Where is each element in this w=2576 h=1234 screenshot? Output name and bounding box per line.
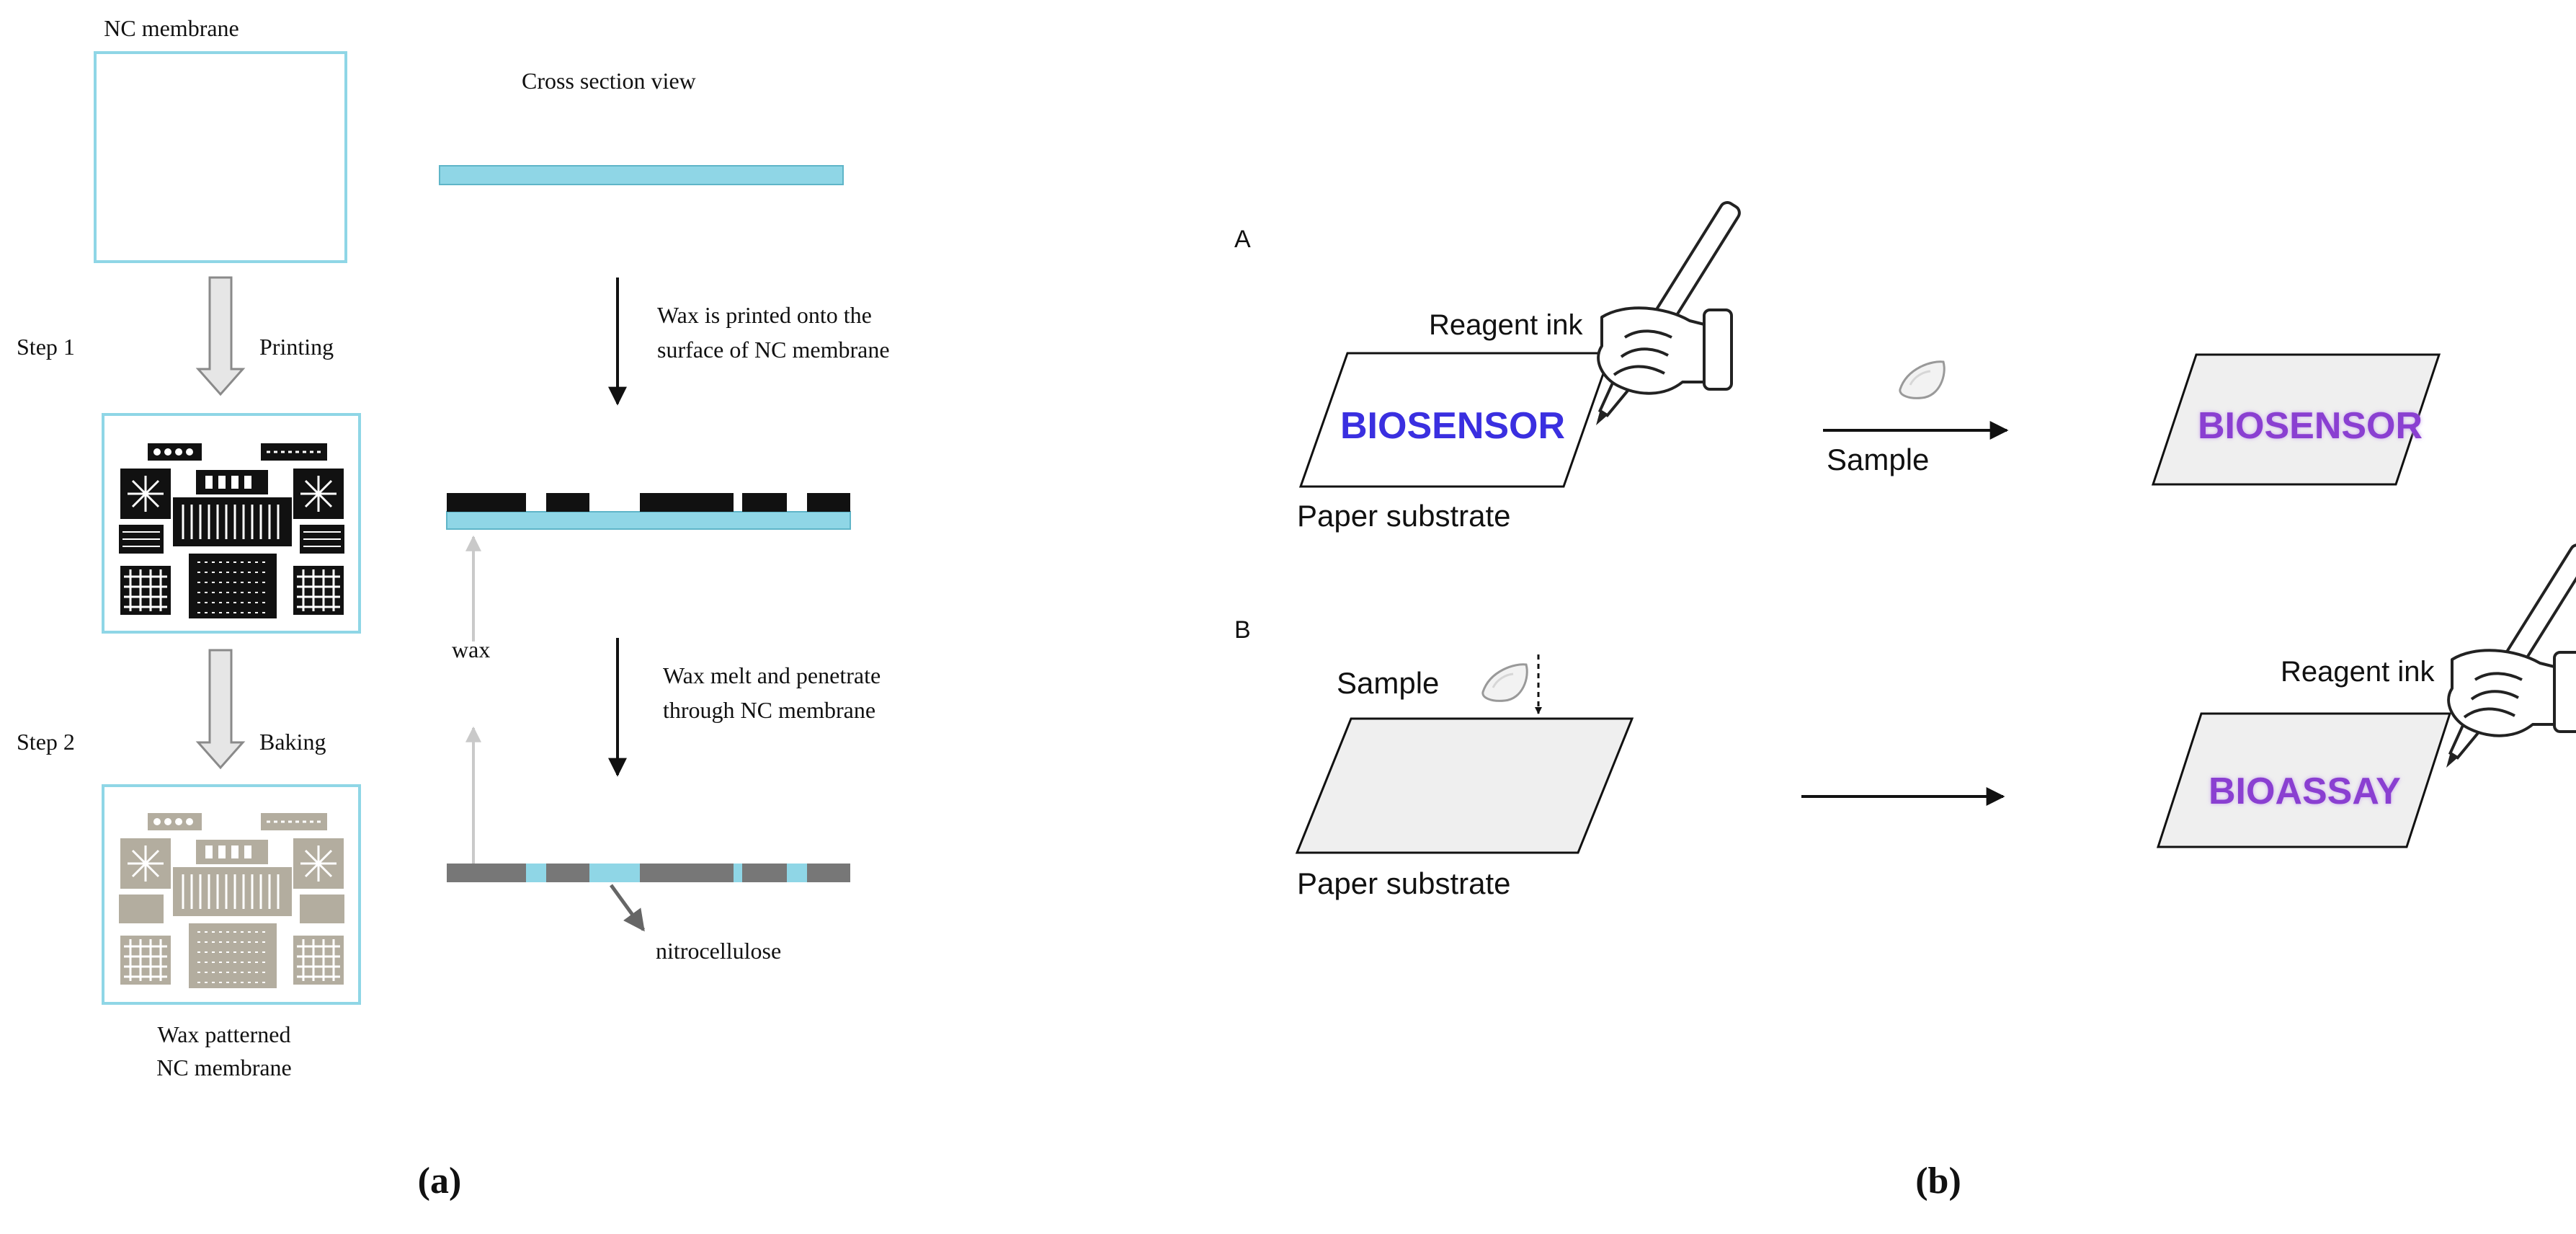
step2-label: Step 2 — [17, 729, 75, 755]
paper-substrate-label-a: Paper substrate — [1297, 499, 1511, 533]
nc-membrane-label: NC membrane — [104, 15, 239, 41]
nitrocellulose-label: nitrocellulose — [656, 938, 781, 964]
baking-arrow — [195, 649, 246, 770]
wax-label: wax — [452, 636, 490, 662]
biosensor-text-left: BIOSENSOR — [1340, 405, 1565, 447]
wax-melt-text-2: through NC membrane — [663, 697, 875, 723]
cross-section-blank — [439, 165, 844, 185]
step1-label: Step 1 — [17, 334, 75, 360]
bioassay-text-glow: BIOASSAY — [2209, 771, 2401, 812]
reagent-ink-label-a: Reagent ink — [1429, 309, 1583, 341]
wax-patterned-text-2: NC membrane — [156, 1055, 292, 1080]
hand-pen-b — [2436, 541, 2576, 775]
baked-membrane — [102, 784, 361, 1005]
panel-b-caption: (b) — [1915, 1160, 1961, 1202]
wax-printed-text-2: surface of NC membrane — [657, 337, 890, 363]
paper-substrate-a-left — [1298, 352, 1613, 488]
wax-patterned-text-1: Wax patterned — [158, 1021, 291, 1047]
droplet-icon-a — [1899, 360, 1946, 399]
panel-b: A Reagent ink BIOSENSOR Paper substrate … — [1234, 198, 2576, 1202]
baking-label: Baking — [259, 729, 326, 755]
paper-substrate-a-right — [2151, 353, 2441, 486]
baked-cross-section — [447, 864, 850, 882]
hand-pen-a — [1586, 198, 1744, 432]
row-b-label: B — [1234, 616, 1251, 644]
cross-section-label: Cross section view — [522, 68, 696, 94]
paper-substrate-label-b: Paper substrate — [1297, 866, 1511, 900]
reagent-ink-label-b: Reagent ink — [2281, 656, 2435, 688]
sample-label-a: Sample — [1827, 443, 1929, 476]
panel-a: NC membrane Cross section view Step 1 Pr… — [17, 15, 890, 1202]
biosensor-text-right-glow: BIOSENSOR — [2198, 405, 2423, 447]
bioassay-text: BIOASSAY — [2209, 771, 2401, 812]
printed-membrane — [102, 413, 361, 634]
nc-membrane-blank — [94, 51, 347, 263]
paper-substrate-b-right — [2156, 712, 2452, 848]
wax-melt-text-1: Wax melt and penetrate — [663, 662, 881, 688]
printing-arrow — [195, 276, 246, 396]
printing-label: Printing — [259, 334, 334, 360]
printed-cross-section — [446, 493, 851, 530]
paper-substrate-b-left — [1295, 717, 1634, 854]
panel-a-caption: (a) — [418, 1160, 462, 1202]
row-a-label: A — [1234, 226, 1251, 253]
sample-label-b: Sample — [1337, 666, 1439, 700]
biosensor-text-right: BIOSENSOR — [2198, 405, 2423, 447]
nitrocellulose-arrow — [609, 884, 646, 932]
wax-printed-text-1: Wax is printed onto the — [657, 302, 872, 328]
droplet-icon-b — [1481, 663, 1528, 702]
